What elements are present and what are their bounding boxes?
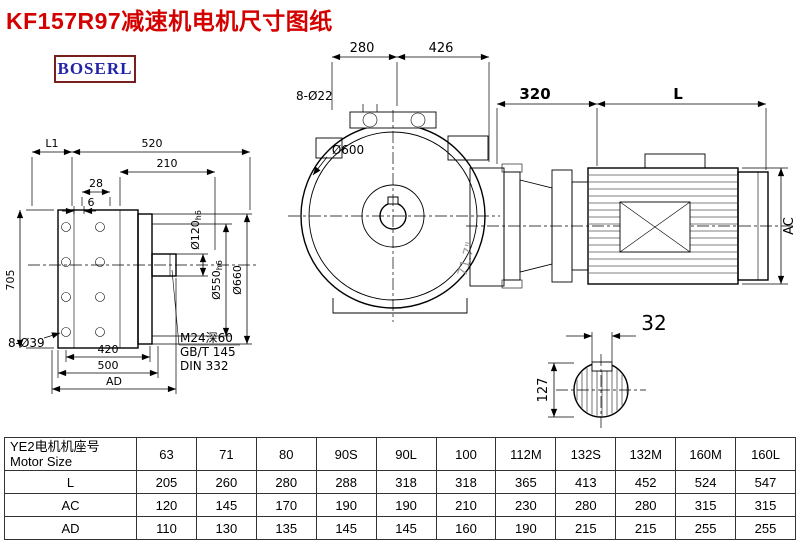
- dim-L1-label: L1: [45, 137, 58, 150]
- motor-fins: [589, 174, 737, 274]
- side-bolt-holes: [61, 222, 105, 337]
- value-L-100: 318: [435, 470, 497, 494]
- bolt-note-front-label: 8-Ø22: [296, 89, 333, 103]
- boserl-logo: BOSERL: [54, 55, 136, 83]
- value-L-132M: 452: [615, 470, 677, 494]
- dim-320-label: 320: [519, 85, 550, 103]
- value-AC-90S: 190: [315, 493, 377, 517]
- size-col-63: 63: [136, 437, 197, 471]
- size-col-132M: 132M: [615, 437, 677, 471]
- tap-note-label: M24深60: [180, 331, 233, 345]
- value-AC-112M: 230: [495, 493, 557, 517]
- row-label-AD: AD: [4, 516, 137, 540]
- bolt-note-side-label: 8-Ø39: [8, 336, 45, 350]
- size-col-80: 80: [255, 437, 317, 471]
- size-col-71: 71: [195, 437, 257, 471]
- dim-32-label: 32: [641, 311, 666, 335]
- value-AD-90S: 145: [315, 516, 377, 540]
- value-AC-80: 170: [255, 493, 317, 517]
- value-L-160M: 524: [675, 470, 737, 494]
- value-L-112M: 365: [495, 470, 557, 494]
- dimension-table: YE2电机机座号 Motor Size 63 71 80 90S 90L 100…: [4, 437, 796, 540]
- value-AD-80: 135: [255, 516, 317, 540]
- dim-520-label: 520: [142, 137, 163, 150]
- value-L-160L: 547: [735, 470, 796, 494]
- table-row-L: L 205 260 280 288 318 318 365 413 452 52…: [4, 470, 796, 494]
- dim-420-label: 420: [98, 343, 119, 356]
- boserl-logo-text: BOSERL: [57, 59, 133, 78]
- size-col-160L: 160L: [735, 437, 796, 471]
- flange-dia-side-label: Ø660: [231, 265, 244, 295]
- side-view: L1 520 210 28 6 705 8-Ø39: [4, 137, 256, 394]
- value-AC-160L: 315: [735, 493, 796, 517]
- motor-size-header: YE2电机机座号 Motor Size: [4, 437, 137, 471]
- dim-28-label: 28: [89, 177, 103, 190]
- dim-210-label: 210: [157, 157, 178, 170]
- row-label-AC: AC: [4, 493, 137, 517]
- value-AC-160M: 315: [675, 493, 737, 517]
- page-title: KF157R97减速机电机尺寸图纸: [6, 8, 333, 34]
- dim-AD-label: AD: [106, 375, 122, 388]
- dim-AC-label: AC: [782, 217, 797, 235]
- value-AC-132M: 280: [615, 493, 677, 517]
- value-AD-100: 160: [435, 516, 497, 540]
- size-col-132S: 132S: [555, 437, 617, 471]
- value-AC-71: 145: [195, 493, 257, 517]
- table-row-AD: AD 110 130 135 145 145 160 190 215 215 2…: [4, 516, 796, 540]
- value-L-80: 280: [255, 470, 317, 494]
- table-header-row: YE2电机机座号 Motor Size 63 71 80 90S 90L 100…: [4, 437, 796, 471]
- dim-L-label: L: [673, 85, 683, 103]
- value-AD-90L: 145: [375, 516, 437, 540]
- dim-426-label: 426: [429, 41, 454, 56]
- value-AC-100: 210: [435, 493, 497, 517]
- value-AC-132S: 280: [555, 493, 617, 517]
- table-row-AC: AC 120 145 170 190 190 210 230 280 280 3…: [4, 493, 796, 517]
- shaft-section-view: 32 127: [536, 311, 667, 428]
- size-col-160M: 160M: [675, 437, 737, 471]
- value-AD-132M: 215: [615, 516, 677, 540]
- value-L-63: 205: [136, 470, 197, 494]
- std-note2-label: DIN 332: [180, 359, 228, 373]
- dim-6-label: 6: [88, 196, 95, 209]
- value-AD-63: 110: [136, 516, 197, 540]
- value-AC-90L: 190: [375, 493, 437, 517]
- front-view: 280 426 8-Ø22 Ø600 71.7": [288, 41, 500, 322]
- value-AC-63: 120: [136, 493, 197, 517]
- value-L-90L: 318: [375, 470, 437, 494]
- dim-500-label: 500: [98, 359, 119, 372]
- spigot-dia-label: Ø550h6: [210, 260, 224, 300]
- value-L-132S: 413: [555, 470, 617, 494]
- motor-view: 320 L AC: [466, 85, 797, 289]
- value-L-71: 260: [195, 470, 257, 494]
- dim-705-label: 705: [4, 270, 17, 291]
- value-AD-132S: 215: [555, 516, 617, 540]
- shaft-dia-label: Ø120h6: [189, 210, 203, 250]
- flange-dia-front-label: Ø600: [332, 143, 364, 157]
- header-cn: YE2电机机座号: [10, 439, 100, 454]
- size-col-90S: 90S: [315, 437, 377, 471]
- header-en: Motor Size: [10, 454, 73, 469]
- std-note1-label: GB/T 145: [180, 345, 236, 359]
- size-col-112M: 112M: [495, 437, 557, 471]
- value-AD-160L: 255: [735, 516, 796, 540]
- value-AD-160M: 255: [675, 516, 737, 540]
- dim-127-label: 127: [536, 378, 551, 403]
- size-col-90L: 90L: [375, 437, 437, 471]
- value-AD-112M: 190: [495, 516, 557, 540]
- value-AD-71: 130: [195, 516, 257, 540]
- value-L-90S: 288: [315, 470, 377, 494]
- row-label-L: L: [4, 470, 137, 494]
- size-col-100: 100: [435, 437, 497, 471]
- watermark-text: 71.7": [455, 240, 479, 278]
- technical-drawing: 280 426 8-Ø22 Ø600 71.7": [4, 41, 797, 428]
- dim-280-label: 280: [350, 41, 375, 56]
